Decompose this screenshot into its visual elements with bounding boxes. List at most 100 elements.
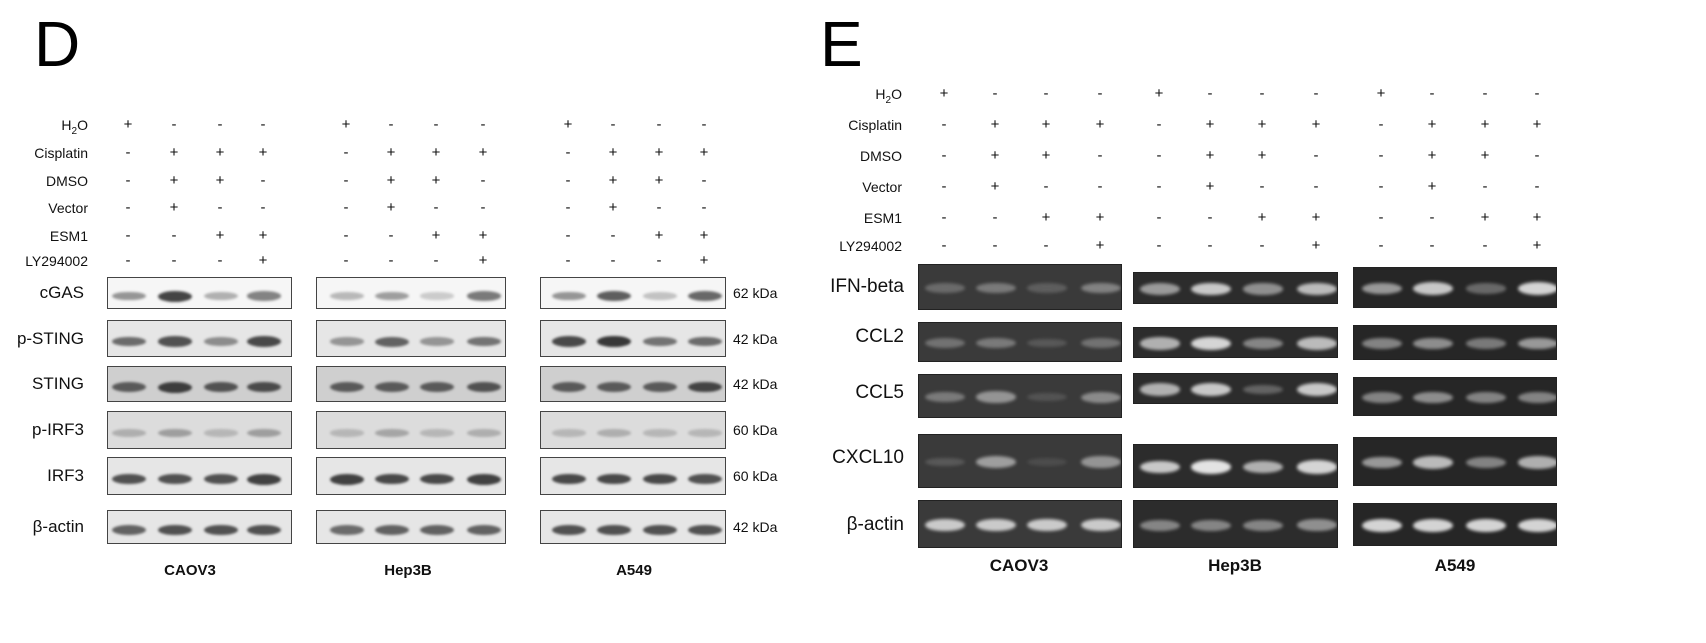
condition-sign: - xyxy=(656,199,662,216)
blot-strip xyxy=(316,510,506,544)
condition-sign: - xyxy=(1043,178,1049,195)
band xyxy=(1297,383,1337,396)
gel-strip xyxy=(918,500,1122,548)
condition-sign: - xyxy=(701,172,707,189)
condition-sign: - xyxy=(433,116,439,133)
band xyxy=(1518,281,1556,296)
band xyxy=(420,429,454,437)
gene-label-cxcl10: CXCL10 xyxy=(832,447,904,468)
band xyxy=(1362,392,1402,403)
band xyxy=(247,291,281,301)
band xyxy=(467,291,501,301)
condition-sign: + xyxy=(1480,209,1490,226)
condition-sign: - xyxy=(565,227,571,244)
condition-label: ESM1 xyxy=(49,228,88,244)
panel-d-letter: D xyxy=(34,8,81,80)
band xyxy=(643,524,677,536)
condition-sign: - xyxy=(1097,178,1103,195)
band xyxy=(597,335,631,348)
band-label-sting: STING xyxy=(32,374,84,393)
condition-sign: - xyxy=(125,199,131,216)
band xyxy=(925,391,965,403)
band xyxy=(1413,337,1453,350)
band xyxy=(597,429,631,437)
band xyxy=(247,336,281,347)
condition-sign: - xyxy=(1259,178,1265,195)
condition-sign: + xyxy=(654,227,664,244)
gel-strip xyxy=(1353,503,1557,546)
band xyxy=(643,382,677,392)
band xyxy=(158,473,192,485)
band xyxy=(1191,383,1231,396)
band xyxy=(1191,460,1231,474)
band xyxy=(1243,384,1283,395)
condition-sign: - xyxy=(217,199,223,216)
band xyxy=(976,518,1016,532)
band xyxy=(976,391,1016,403)
blot-strip xyxy=(540,277,726,309)
condition-sign: - xyxy=(1378,116,1384,133)
band xyxy=(158,336,192,347)
band xyxy=(1413,282,1453,295)
condition-sign: - xyxy=(1429,85,1435,102)
band xyxy=(1191,282,1231,296)
condition-sign: - xyxy=(610,227,616,244)
condition-sign: + xyxy=(1257,209,1267,226)
band xyxy=(1413,456,1453,469)
band xyxy=(925,337,965,349)
band xyxy=(158,381,192,393)
band xyxy=(330,473,364,485)
condition-sign: + xyxy=(608,172,618,189)
band xyxy=(330,382,364,392)
condition-sign: + xyxy=(258,252,268,269)
band xyxy=(1081,282,1121,294)
band xyxy=(688,336,722,347)
condition-sign: + xyxy=(386,199,396,216)
condition-sign: - xyxy=(1097,147,1103,164)
band xyxy=(976,337,1016,349)
band xyxy=(1413,518,1453,533)
condition-sign: + xyxy=(1427,147,1437,164)
band xyxy=(1518,337,1556,350)
condition-sign: - xyxy=(941,147,947,164)
condition-sign: + xyxy=(1205,178,1215,195)
condition-sign: - xyxy=(388,227,394,244)
band xyxy=(643,292,677,300)
band xyxy=(552,429,586,437)
condition-sign: - xyxy=(171,252,177,269)
condition-sign: - xyxy=(433,252,439,269)
band xyxy=(204,524,238,536)
gel-strip xyxy=(1133,373,1338,404)
condition-sign: - xyxy=(1429,209,1435,226)
band xyxy=(330,292,364,300)
condition-sign: + xyxy=(699,144,709,161)
band xyxy=(552,291,586,301)
blot-strip xyxy=(316,457,506,495)
blot-strip xyxy=(107,457,292,495)
blot-strip xyxy=(540,510,726,544)
band xyxy=(1027,518,1067,532)
band xyxy=(1466,392,1506,403)
condition-label: DMSO xyxy=(860,148,902,164)
condition-sign: + xyxy=(478,252,488,269)
condition-sign: - xyxy=(480,116,486,133)
condition-sign: - xyxy=(941,116,947,133)
condition-sign: + xyxy=(608,199,618,216)
band xyxy=(1518,392,1556,403)
gel-strip xyxy=(1133,500,1338,548)
condition-sign: + xyxy=(431,172,441,189)
band xyxy=(1518,456,1556,469)
condition-label: LY294002 xyxy=(25,253,88,269)
band xyxy=(1243,338,1283,349)
band xyxy=(1243,460,1283,474)
condition-sign: + xyxy=(608,144,618,161)
condition-sign: + xyxy=(1154,85,1164,102)
condition-sign: + xyxy=(258,227,268,244)
band xyxy=(1081,456,1121,468)
condition-sign: + xyxy=(1095,209,1105,226)
molecular-weight-label: 42 kDa xyxy=(733,376,778,392)
condition-sign: + xyxy=(1041,147,1051,164)
condition-label: H2O xyxy=(875,86,902,106)
band xyxy=(330,337,364,346)
condition-label: Cisplatin xyxy=(34,145,88,161)
